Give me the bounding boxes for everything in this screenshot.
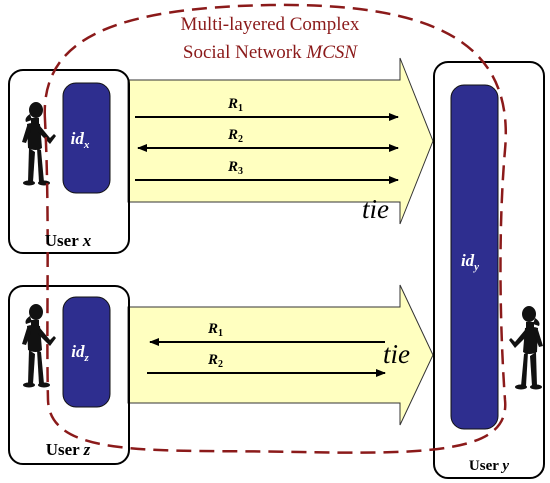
user-x-var: x [82, 231, 92, 250]
r2-upper-sub: 2 [238, 134, 243, 145]
id-x-block [62, 82, 111, 194]
id-z-label: idz [71, 342, 89, 364]
relation-label-r2-upper: R2 [227, 127, 243, 145]
id-x-base: id [71, 129, 85, 148]
network-title-line2: Social Network MCSN [183, 42, 358, 63]
id-z-sub: z [83, 352, 89, 364]
relation-label-r1-lower: R1 [207, 321, 223, 339]
network-title-line2-prefix: Social Network [183, 42, 306, 63]
person-z-icon [22, 304, 56, 388]
id-y-sub: y [472, 261, 479, 273]
mcsn-boundary [43, 3, 508, 454]
relation-label-r1-upper: R1 [227, 96, 243, 114]
r1-lower-base: R [207, 321, 218, 337]
relation-label-r3-upper: R3 [227, 159, 243, 177]
r3-upper-base: R [227, 159, 238, 175]
person-y-icon [509, 306, 543, 390]
id-y-label: idy [461, 251, 479, 273]
r1-upper-sub: 1 [238, 103, 243, 114]
user-x-box [8, 69, 130, 254]
id-z-base: id [71, 342, 85, 361]
user-z-label: User z [46, 440, 91, 459]
tie-label-lower: tie [383, 339, 410, 369]
id-x-label: idx [71, 129, 90, 151]
id-z-block [62, 296, 111, 408]
id-x-sub: x [83, 139, 90, 151]
r2-upper-base: R [227, 127, 238, 143]
user-y-prefix: User [469, 458, 502, 474]
user-y-var: y [500, 458, 509, 474]
user-y-box [433, 61, 545, 479]
tie-label-upper: tie [362, 194, 389, 224]
id-y-base: id [461, 251, 475, 270]
network-title-line1: Multi-layered Complex [181, 14, 360, 35]
user-z-box [8, 285, 130, 465]
person-x-icon [22, 102, 56, 186]
user-z-prefix: User [46, 440, 84, 459]
r1-lower-sub: 1 [218, 328, 223, 339]
network-title-acronym: MCSN [305, 42, 358, 63]
tie-arrow-lower [127, 284, 434, 426]
r2-lower-base: R [207, 352, 218, 368]
tie-arrow-upper [127, 57, 434, 225]
r3-upper-sub: 3 [238, 166, 243, 177]
r2-lower-sub: 2 [218, 359, 223, 370]
user-y-label: User y [469, 458, 509, 474]
user-x-prefix: User [45, 231, 83, 250]
relation-label-r2-lower: R2 [207, 352, 223, 370]
r1-upper-base: R [227, 96, 238, 112]
user-z-var: z [83, 440, 91, 459]
id-y-block [450, 84, 499, 430]
user-x-label: User x [45, 231, 92, 250]
